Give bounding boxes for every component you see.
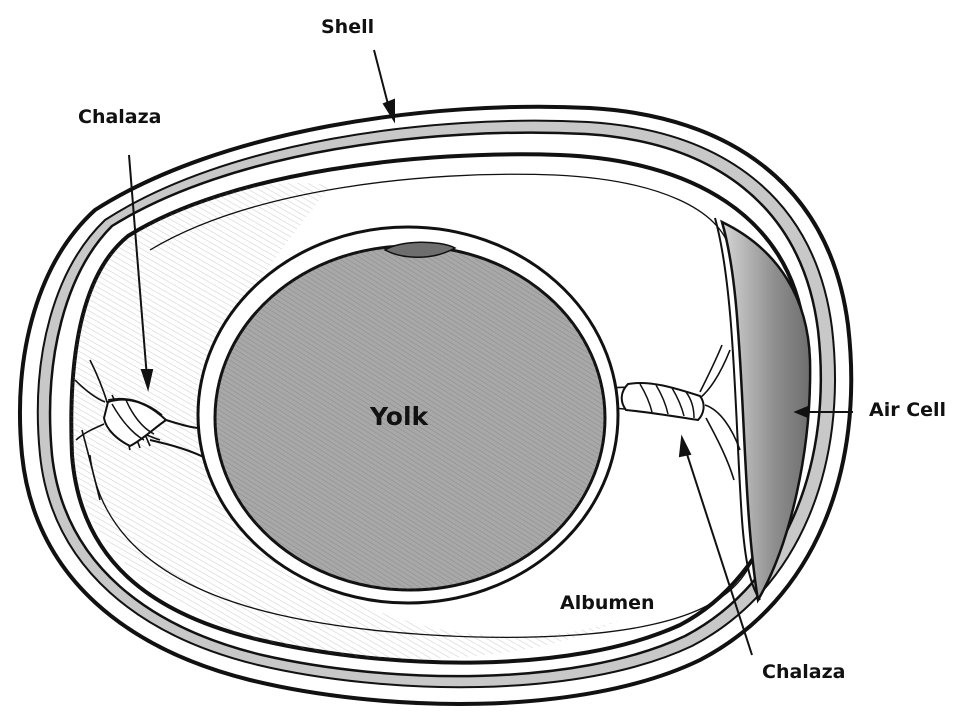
shell-label: Shell [321,16,374,38]
chalaza-left-label: Chalaza [78,106,162,128]
air-cell-label: Air Cell [869,399,946,421]
chalaza-right-label: Chalaza [762,661,846,683]
albumen-label: Albumen [560,592,655,614]
yolk-label: Yolk [370,402,428,431]
